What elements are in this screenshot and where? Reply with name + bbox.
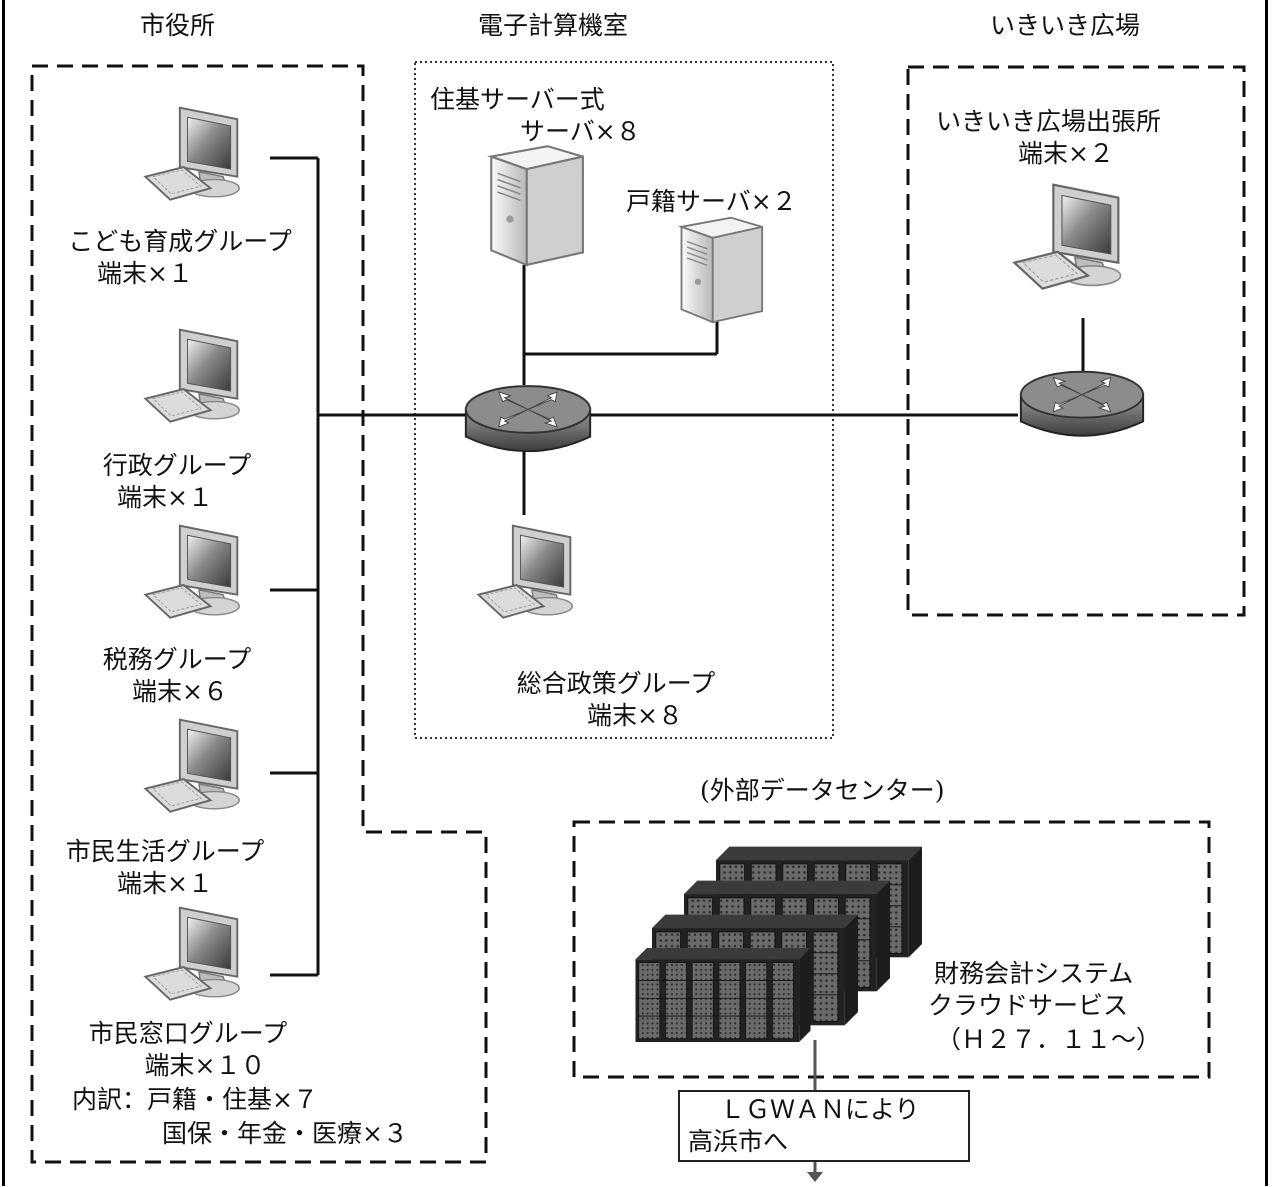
policy-group-count: 端末×８ <box>587 701 683 730</box>
desktop-computer-icon <box>134 100 264 215</box>
jyuki-server-count: サーバ×８ <box>520 117 641 146</box>
network-wires <box>270 156 1085 977</box>
ikiiki-office-name: いきいき広場出張所 <box>936 107 1162 136</box>
lgwan-box <box>678 1090 970 1162</box>
cloud-service-period: （Ｈ２７．１１～） <box>936 1025 1162 1054</box>
terminal-count: 端末×１ <box>117 483 213 512</box>
lgwan-arrow-icon <box>807 1172 823 1182</box>
router-icon <box>460 380 596 468</box>
terminal-count: 端末×１ <box>117 869 213 898</box>
koseki-server-label: 戸籍サーバ×２ <box>626 187 797 216</box>
desktop-computer-icon <box>468 518 596 633</box>
tower-server-icon <box>480 142 590 267</box>
cloud-service-label: クラウドサービス <box>928 991 1129 1020</box>
terminal-breakdown: 内訳：戸籍・住基×７ <box>72 1085 318 1114</box>
ikiiki-office-count: 端末×２ <box>1018 139 1114 168</box>
desktop-computer-icon <box>134 518 264 633</box>
terminal-group-name: こども育成グループ <box>68 227 292 256</box>
desktop-computer-icon <box>1010 176 1140 306</box>
lgwan-destination: 高浜市へ <box>688 1127 789 1156</box>
jyuki-server-label: 住基サーバー式 <box>430 85 605 114</box>
terminal-count: 端末×１０ <box>144 1051 266 1080</box>
zone-title-external-dc: (外部データセンター) <box>700 776 945 805</box>
terminal-group-name: 税務グループ <box>102 645 252 674</box>
terminal-group-name: 市民生活グループ <box>65 837 265 866</box>
terminal-group-name: 市民窓口グループ <box>88 1019 288 1048</box>
zone-title-ikiiki: いきいき広場 <box>990 11 1141 40</box>
terminal-breakdown: 国保・年金・医療×３ <box>162 1119 408 1148</box>
terminal-count: 端末×１ <box>97 259 193 288</box>
router-icon <box>1014 366 1150 452</box>
tower-server-icon <box>672 214 768 324</box>
server-rack-icon <box>620 948 826 1042</box>
lgwan-label: ＬＧＷＡＮにより <box>720 1095 920 1124</box>
computer-room-boundary <box>414 61 834 739</box>
desktop-computer-icon <box>134 900 264 1015</box>
terminal-group-name: 行政グループ <box>102 451 252 480</box>
external-dc-boundary <box>572 820 1211 1079</box>
desktop-computer-icon <box>134 322 264 437</box>
city-hall-boundary <box>30 64 488 1164</box>
terminal-count: 端末×６ <box>132 677 228 706</box>
desktop-computer-icon <box>134 712 264 827</box>
policy-group-name: 総合政策グループ <box>516 669 716 698</box>
ikiiki-boundary <box>906 65 1246 617</box>
cloud-service-label: 財務会計システム <box>934 959 1134 988</box>
zone-title-city-hall: 市役所 <box>140 11 216 40</box>
zone-title-computer-room: 電子計算機室 <box>478 11 629 40</box>
